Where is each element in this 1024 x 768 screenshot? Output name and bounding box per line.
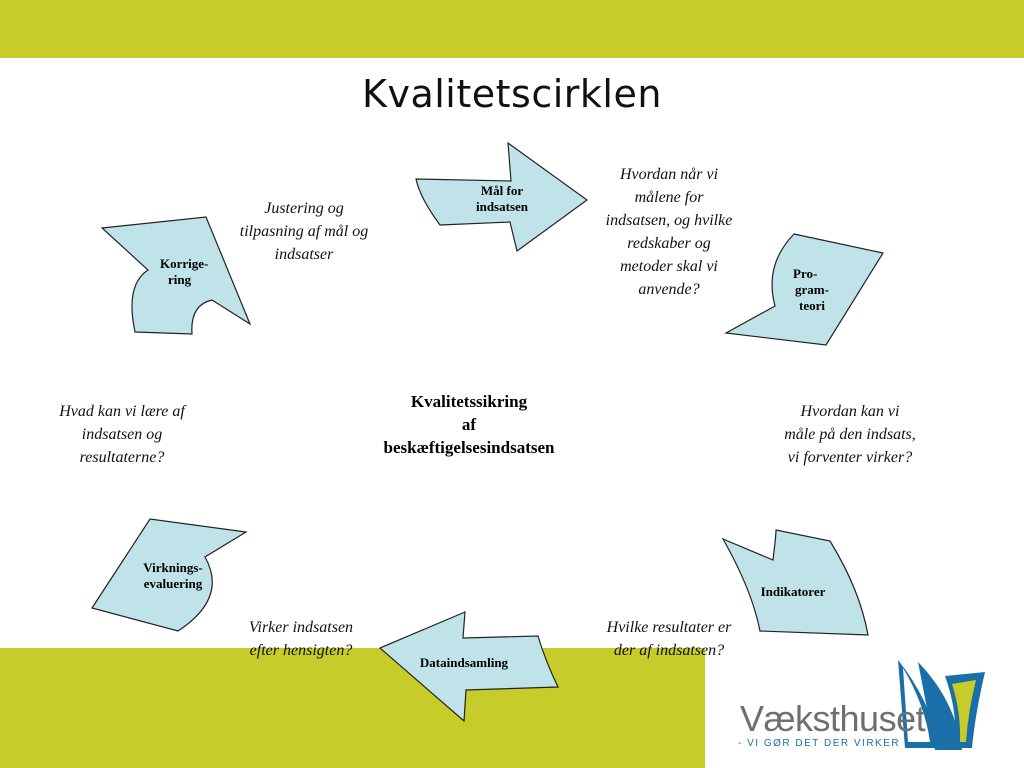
step-virkningsevaluering-line2: evaluering [143,576,203,591]
step-dataindsamling-label: Dataindsamling [410,655,518,671]
arrow-indikatorer [721,529,869,636]
center-line3: beskæftigelsesindsatsen [383,438,555,457]
step-korrigering-line1: Korrige- [160,256,209,271]
question-laere-line: resultaterne? [79,449,165,466]
logo-tagline: - VI GØR DET DER VIRKER [738,738,901,749]
question-virker-line: efter hensigten? [249,642,353,659]
step-programteori-label: Pro- gram- teori [782,266,842,314]
question-virker-line: Virker indsatsen [248,619,354,636]
question-laere-line: Hvad kan vi lære af [59,403,185,420]
step-maal-line2: indsatsen [475,199,529,214]
question-maal-line: Hvordan når vi [619,166,719,183]
arrow-virkningsevaluering [91,518,248,632]
question-laere: Hvad kan vi lære af indsatsen og resulta… [40,400,204,469]
question-justering-line: indsatser [274,246,334,263]
question-maaling-line: vi forventer virker? [787,449,913,466]
question-justering-line: tilpasning af mål og [239,223,369,240]
question-resultater-line: Hvilke resultater er [606,619,732,636]
arrow-maal-for-indsatsen [415,141,589,253]
arrow-dataindsamling [378,611,559,723]
question-maal-line: redskaber og [627,235,711,252]
question-maal-line: metoder skal vi [620,258,718,275]
question-resultater: Hvilke resultater er der af indsatsen? [586,616,752,662]
step-programteori-line3: teori [799,298,825,313]
top-band [0,0,1024,58]
sail-logo-icon [898,660,985,750]
page-title: Kvalitetscirklen [362,72,662,116]
step-indikatorer-label: Indikatorer [752,584,834,600]
center-line2: af [461,415,477,434]
question-justering-line: Justering og [264,200,344,217]
arrow-programteori [724,233,884,346]
step-dataindsamling-line1: Dataindsamling [419,655,509,670]
question-laere-line: indsatsen og [81,426,163,443]
arrow-korrigering [100,216,252,335]
question-maal: Hvordan når vi målene for indsatsen, og … [587,163,751,301]
question-resultater-line: der af indsatsen? [613,642,725,659]
step-korrigering-line2: ring [168,272,192,287]
center-line1: Kvalitetssikring [410,392,528,411]
question-maal-line: indsatsen, og hvilke [605,212,733,229]
step-maal-label: Mål for indsatsen [462,183,542,215]
step-programteori-line1: Pro- [793,266,818,281]
step-virkningsevaluering-line1: Virknings- [143,560,203,575]
question-maal-line: målene for [634,189,704,206]
step-virkningsevaluering-label: Virknings- evaluering [133,560,213,592]
question-virker: Virker indsatsen efter hensigten? [226,616,376,662]
question-justering: Justering og tilpasning af mål og indsat… [222,197,386,266]
question-maaling: Hvordan kan vi måle på den indsats, vi f… [762,400,938,469]
center-label: Kvalitetssikring af beskæftigelsesindsat… [355,390,583,459]
step-programteori-line2: gram- [795,282,829,297]
step-maal-line1: Mål for [480,183,524,198]
question-maal-line: anvende? [638,281,700,298]
logo-name: Væksthuset [740,698,926,739]
step-korrigering-label: Korrige- ring [152,256,222,288]
question-maaling-line: måle på den indsats, [784,426,916,443]
step-indikatorer-line1: Indikatorer [760,584,826,599]
question-maaling-line: Hvordan kan vi [800,403,900,420]
